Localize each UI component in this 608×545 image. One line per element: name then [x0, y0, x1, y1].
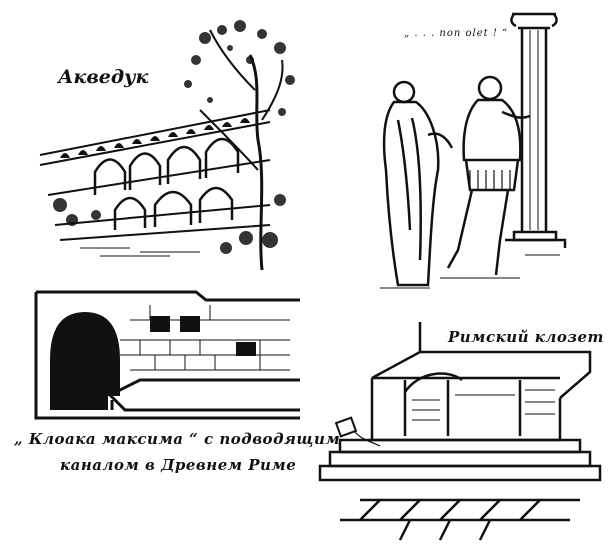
quote-caption: „ . . . non olet ! “: [404, 28, 509, 39]
aqueduct-caption: Акведук: [58, 66, 149, 88]
cloaca-caption-line2: каналом в Древнем Риме: [60, 456, 297, 474]
closet-caption: Римский клозет: [448, 328, 604, 346]
cloaca-caption-line1: „ Клоака максима “ с подводящим: [14, 430, 341, 448]
